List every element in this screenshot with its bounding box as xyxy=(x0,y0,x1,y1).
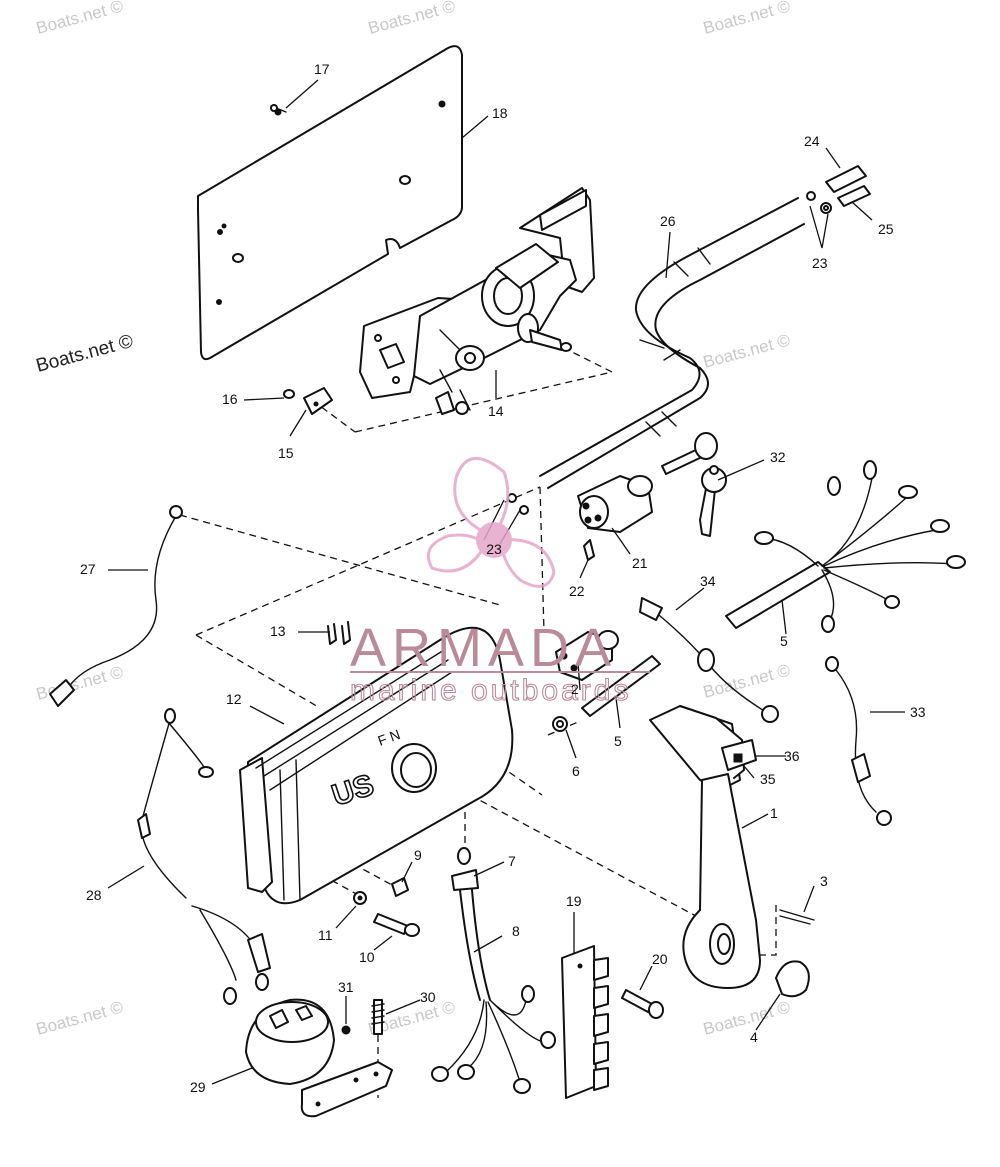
housing-screws xyxy=(353,877,420,937)
wiring-harness-bundle xyxy=(725,460,966,633)
armada-logo-overlay: 23 ARMADA marine outboards xyxy=(349,456,650,708)
lead-wire-28 xyxy=(137,708,271,1005)
control-housing: US F N xyxy=(239,626,514,905)
callout-number: 27 xyxy=(80,561,96,577)
callout-number: 24 xyxy=(804,133,820,149)
callout-number: 26 xyxy=(660,213,676,229)
callout-number: 13 xyxy=(270,623,286,639)
horn-fasteners xyxy=(341,999,385,1035)
ignition-key-switch xyxy=(577,475,653,561)
watermark-text: Boats.net © xyxy=(34,662,125,704)
armada-brand-subtitle: marine outboards xyxy=(350,674,631,707)
callout-number: 23 xyxy=(812,255,828,271)
callout-number: 16 xyxy=(222,391,238,407)
callout-number: 9 xyxy=(414,847,422,863)
callout-number: 7 xyxy=(508,853,516,869)
watermark-text: Boats.net © xyxy=(701,330,792,372)
callout-number: 29 xyxy=(190,1079,206,1095)
watermark-text: Boats.net © xyxy=(366,0,457,38)
lead-wire-34 xyxy=(639,597,779,723)
terminal-block xyxy=(561,945,609,1099)
lead-wire-33 xyxy=(825,656,892,826)
control-harness xyxy=(431,847,556,1094)
callout-number: 32 xyxy=(770,449,786,465)
callout-number: 30 xyxy=(420,989,436,1005)
terminal-screw xyxy=(621,989,664,1019)
callout-number: 22 xyxy=(569,583,585,599)
callout-number: 34 xyxy=(700,573,716,589)
cable-end-fittings xyxy=(806,165,871,214)
callout-number: 19 xyxy=(566,893,582,909)
dash-panel xyxy=(197,45,463,361)
callout-number: 4 xyxy=(750,1029,758,1045)
housing-fn-mark: F N xyxy=(376,726,403,749)
callout-number: 5 xyxy=(780,633,788,649)
callout-number: 5 xyxy=(614,733,622,749)
armada-brand-text: ARMADA xyxy=(350,618,617,678)
callout-number: 8 xyxy=(512,923,520,939)
callout-number: 21 xyxy=(632,555,648,571)
callout-number: 35 xyxy=(760,771,776,787)
highlight-callout-23: 23 xyxy=(486,541,502,557)
callout-number: 11 xyxy=(318,927,333,943)
callout-labels: 1 2 3 4 5 5 6 7 8 9 10 11 12 13 14 15 16… xyxy=(80,61,926,1095)
callout-number: 14 xyxy=(488,403,504,419)
callout-number: 12 xyxy=(226,691,242,707)
callout-number: 2 xyxy=(571,681,579,697)
propeller-logo-icon xyxy=(427,456,556,588)
control-cables xyxy=(539,197,805,489)
watermark-text: Boats.net © xyxy=(701,660,792,702)
callout-number: 10 xyxy=(359,949,375,965)
watermark-text: Boats.net © xyxy=(701,0,792,38)
callout-number: 36 xyxy=(784,748,800,764)
callout-number: 33 xyxy=(910,704,926,720)
trim-switch xyxy=(555,630,619,681)
callout-number: 17 xyxy=(314,61,330,77)
callout-number: 3 xyxy=(820,873,828,889)
callout-number: 15 xyxy=(278,445,294,461)
callout-number: 28 xyxy=(86,887,102,903)
watermark-main: Boats.net © xyxy=(34,331,136,377)
control-mechanism xyxy=(359,187,595,415)
nut xyxy=(552,716,568,732)
watermark-text: Boats.net © xyxy=(34,0,125,38)
spring-clip xyxy=(327,621,351,645)
callout-number: 6 xyxy=(572,763,580,779)
watermark-text: Boats.net © xyxy=(701,997,792,1039)
ignition-keys xyxy=(661,432,727,537)
warning-horn xyxy=(245,998,393,1118)
callout-number: 18 xyxy=(492,105,508,121)
callout-number: 31 xyxy=(338,979,354,995)
lead-wire-27 xyxy=(49,505,183,707)
panel-screw xyxy=(270,104,287,113)
callout-number: 25 xyxy=(878,221,894,237)
control-handle xyxy=(649,705,761,989)
watermark-text: Boats.net © xyxy=(34,997,125,1039)
callout-number: 20 xyxy=(652,951,668,967)
neutral-switch-block xyxy=(283,387,333,415)
handle-pin-and-knob xyxy=(775,909,815,998)
callout-number: 1 xyxy=(770,805,778,821)
